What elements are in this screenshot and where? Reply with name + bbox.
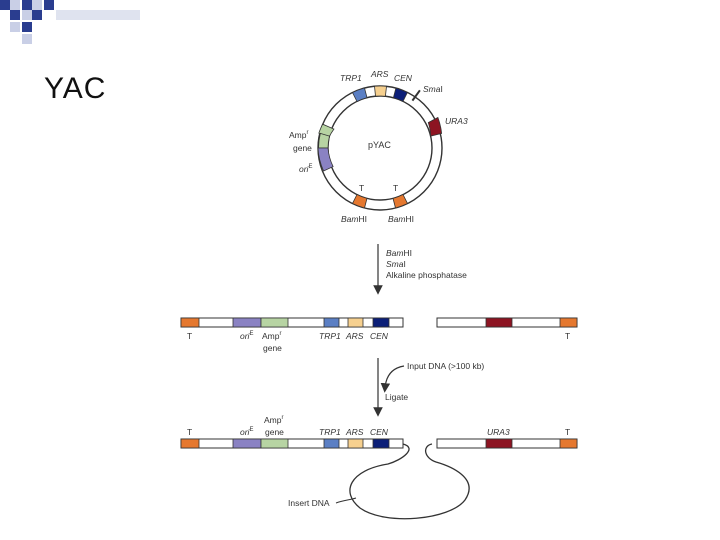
deco-square	[44, 0, 54, 10]
segment-trp1	[323, 317, 340, 328]
plasmid-segment-ura3	[427, 116, 443, 137]
step1-line3: Alkaline phosphatase	[386, 270, 467, 280]
linear-left-arm-2	[180, 438, 404, 449]
insert-dna-pointer	[335, 497, 357, 504]
plasmid-label-amp: Ampr	[289, 130, 308, 140]
segment-cen	[372, 317, 390, 328]
plasmid-label-t-left: T	[359, 183, 364, 193]
row2-label-ura3: URA3	[487, 427, 510, 437]
deco-square	[32, 10, 42, 20]
linear-right-arm-2	[436, 438, 578, 449]
plasmid-label-ura3: URA3	[445, 116, 468, 126]
deco-square	[0, 0, 10, 10]
plasmid-label-ori: oriE	[299, 164, 312, 174]
row1-label-gene: gene	[263, 343, 282, 353]
deco-square	[22, 0, 32, 10]
row1-labels: T oriE Ampr gene TRP1 ARS CEN T	[187, 331, 570, 353]
deco-square	[22, 22, 32, 32]
plasmid-label-bamhi-right: BamHI	[388, 214, 414, 224]
deco-square	[10, 10, 20, 20]
row1-label-ars: ARS	[345, 331, 364, 341]
segment-ura3	[485, 317, 513, 328]
segment-t	[180, 317, 200, 328]
insert-dna-label: Insert DNA	[288, 498, 330, 508]
row2-label-amp: Ampr	[264, 415, 283, 425]
row1-label-amp: Ampr	[262, 331, 281, 341]
row1-label-trp1: TRP1	[319, 331, 341, 341]
slide-title: YAC	[44, 72, 107, 105]
plasmid-segment-ars	[374, 85, 387, 97]
row2-label-cen: CEN	[370, 427, 389, 437]
deco-square	[10, 0, 20, 10]
linear-right-arm-1	[436, 317, 578, 328]
segment-cen	[372, 438, 390, 449]
row1-label-t-left: T	[187, 331, 192, 341]
deco-bar	[56, 10, 140, 20]
deco-square	[22, 34, 32, 44]
segment-ars	[347, 438, 364, 449]
insert-dna: Insert DNA	[288, 443, 470, 520]
plasmid-segment-trp1	[351, 87, 368, 103]
plasmid-label-ars: ARS	[370, 69, 389, 79]
segment-amp	[260, 317, 289, 328]
plasmid-segment-t-right	[392, 193, 409, 209]
segment-t	[559, 438, 578, 449]
segment-ori-e	[232, 317, 262, 328]
plasmid-segment-t-left	[351, 193, 368, 209]
step2-input-label: Input DNA (>100 kb)	[407, 361, 484, 371]
plasmid-segment-ori	[318, 132, 330, 149]
row2-labels: T oriE Ampr gene TRP1 ARS CEN URA3 T	[187, 415, 570, 437]
step2-ligate-label: Ligate	[385, 392, 408, 402]
plasmid-label-trp1: TRP1	[340, 73, 362, 83]
deco-square	[22, 10, 32, 20]
row2-label-ori: oriE	[240, 427, 253, 437]
linear-left-arm-1	[180, 317, 404, 328]
input-dna-arrow	[380, 365, 405, 393]
row2-label-gene: gene	[265, 427, 284, 437]
plasmid-smai-site	[411, 89, 421, 102]
plasmid-segment-ori-e	[317, 147, 334, 172]
row2-label-ars: ARS	[345, 427, 364, 437]
deco-square	[10, 22, 20, 32]
row1-label-cen: CEN	[370, 331, 389, 341]
plasmid-pyac: pYAC TRP1 ARS CEN SmaI URA3 Ampr gene or…	[289, 69, 468, 224]
plasmid-label-t-right: T	[393, 183, 398, 193]
plasmid-label-smai: SmaI	[423, 84, 443, 94]
segment-trp1	[323, 438, 340, 449]
segment-amp	[260, 438, 289, 449]
segment-t	[180, 438, 200, 449]
step2-arrow: Input DNA (>100 kb) Ligate	[373, 358, 484, 417]
plasmid-label-gene: gene	[293, 143, 312, 153]
corner-decoration	[0, 0, 140, 44]
plasmid-label-bamhi-left: BamHI	[341, 214, 367, 224]
segment-ura3	[485, 438, 513, 449]
row2-label-trp1: TRP1	[319, 427, 341, 437]
segment-t	[559, 317, 578, 328]
row2-label-t-left: T	[187, 427, 192, 437]
segment-ars	[347, 317, 364, 328]
insert-dna-loop	[349, 443, 470, 520]
row1-label-ori: oriE	[240, 331, 253, 341]
row1-label-t-right: T	[565, 331, 570, 341]
deco-square	[32, 0, 42, 10]
step1-line1: BamHI	[386, 248, 412, 258]
plasmid-name: pYAC	[368, 140, 391, 150]
step1-arrow: BamHI SmaI Alkaline phosphatase	[373, 244, 467, 295]
plasmid-segment-cen	[392, 87, 408, 102]
plasmid-label-cen: CEN	[394, 73, 413, 83]
segment-ori-e	[232, 438, 262, 449]
step1-line2: SmaI	[386, 259, 406, 269]
row2-label-t-right: T	[565, 427, 570, 437]
